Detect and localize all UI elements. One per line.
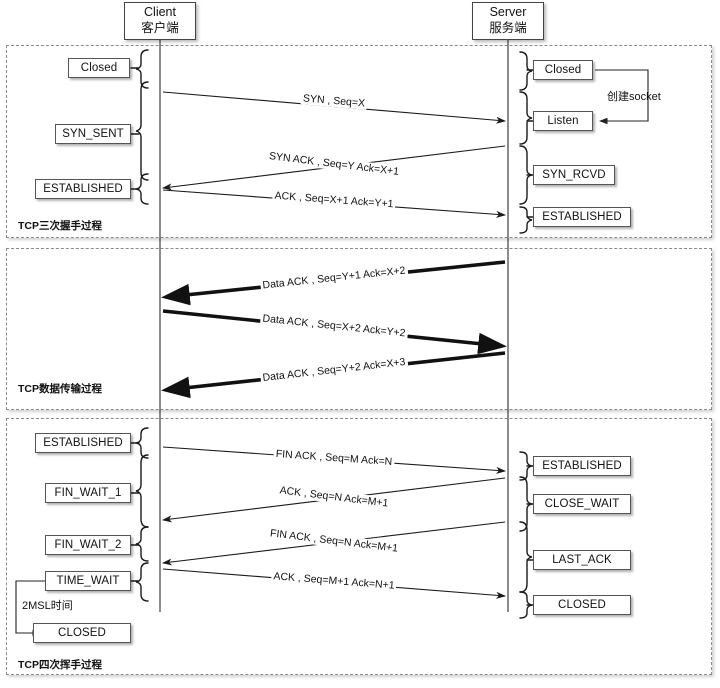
state-box-client-closed-final: CLOSED xyxy=(33,623,131,643)
state-box-server-established-2: ESTABLISHED xyxy=(533,456,631,476)
state-box-server-listen: Listen xyxy=(533,111,593,131)
state-box-client-time-wait: TIME_WAIT xyxy=(45,571,131,591)
state-box-client-fin-wait-1: FIN_WAIT_1 xyxy=(45,483,131,503)
peer-server-name-cn: 服务端 xyxy=(489,21,527,35)
section-label-transfer: TCP数据传输过程 xyxy=(18,383,102,395)
state-box-server-established: ESTABLISHED xyxy=(533,207,631,227)
state-box-client-established: ESTABLISHED xyxy=(35,179,131,199)
state-box-server-last-ack: LAST_ACK xyxy=(533,550,631,570)
peer-server-name: Server xyxy=(489,5,527,20)
annotation-create-socket: 创建socket xyxy=(607,91,661,103)
state-box-client-closed: Closed xyxy=(68,58,130,78)
state-box-server-syn-rcvd: SYN_RCVD xyxy=(533,165,615,185)
section-label-teardown: TCP四次挥手过程 xyxy=(18,659,102,671)
section-frame-handshake xyxy=(6,45,712,238)
peer-client-name: Client xyxy=(144,5,176,20)
peer-box-client: Client 客户端 xyxy=(124,2,196,40)
state-box-client-established-2: ESTABLISHED xyxy=(35,433,131,453)
state-box-client-syn-sent: SYN_SENT xyxy=(55,124,131,144)
state-box-server-closed: Closed xyxy=(533,60,593,80)
state-box-client-fin-wait-2: FIN_WAIT_2 xyxy=(45,535,131,555)
state-box-server-closed-final: CLOSED xyxy=(533,595,631,615)
section-label-handshake: TCP三次握手过程 xyxy=(18,220,102,232)
section-frame-teardown xyxy=(6,418,712,675)
peer-client-name-cn: 客户端 xyxy=(141,21,179,35)
state-box-server-close-wait: CLOSE_WAIT xyxy=(533,494,631,514)
peer-box-server: Server 服务端 xyxy=(472,2,544,40)
annotation-msl-timer: 2MSL时间 xyxy=(22,600,73,612)
section-frame-transfer xyxy=(6,248,712,410)
